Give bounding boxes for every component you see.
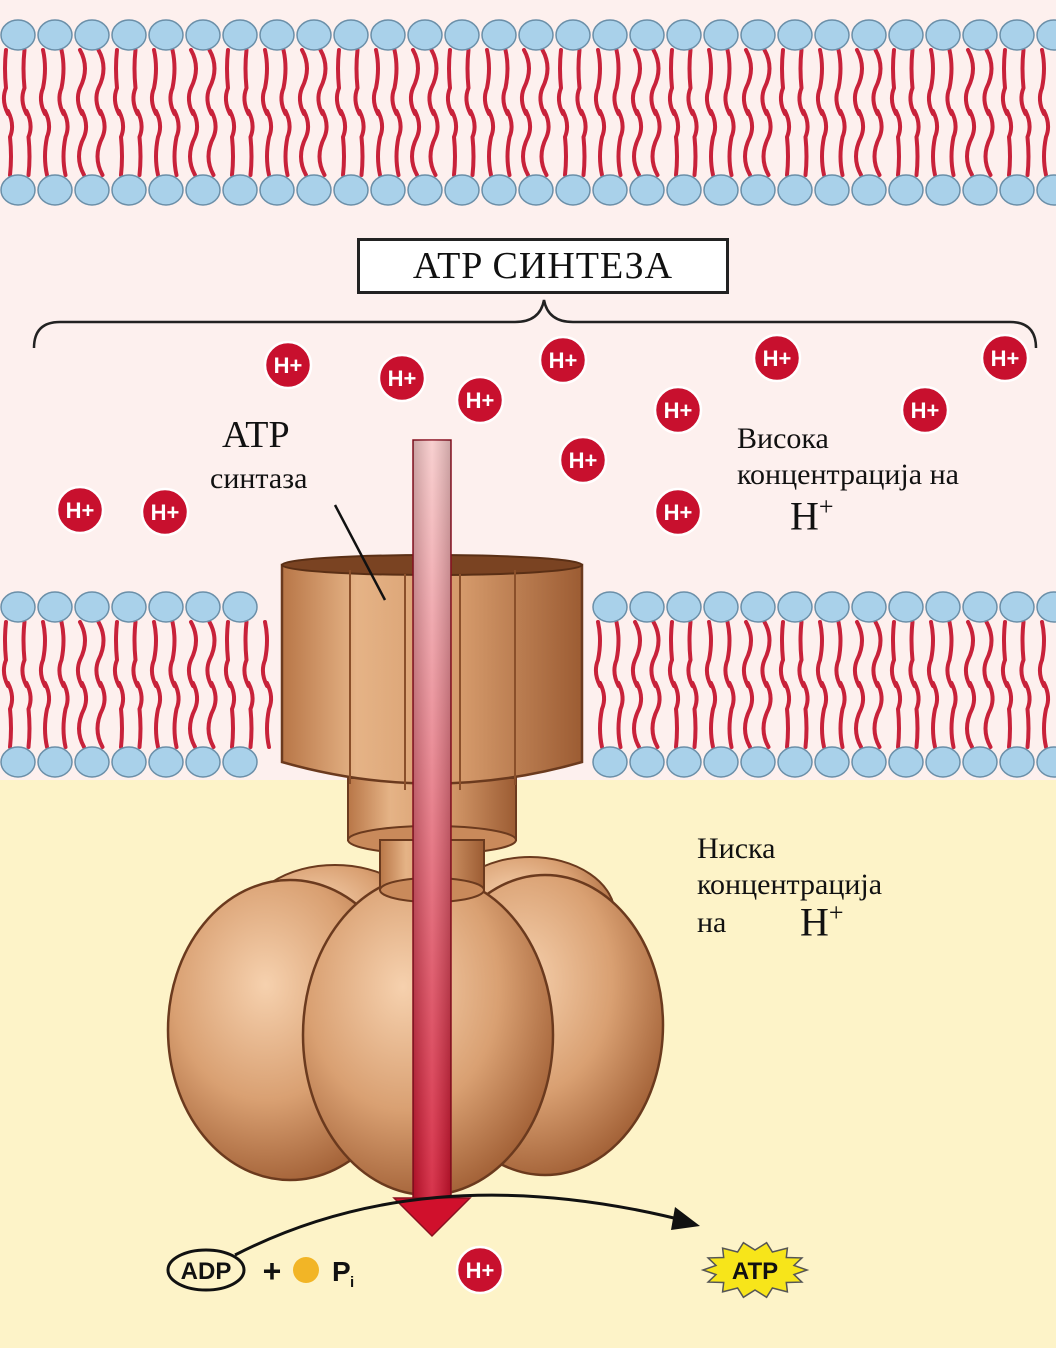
- svg-text:H+: H+: [763, 346, 792, 371]
- enzyme-label-line1: ATP: [222, 414, 290, 458]
- high-concentration-ion: H+: [790, 492, 834, 539]
- svg-text:H+: H+: [274, 353, 303, 378]
- proton-ion: H+: [457, 1247, 503, 1293]
- high-concentration-line1: Висока: [737, 422, 829, 457]
- plus-sign: +: [263, 1253, 282, 1289]
- proton-ion: H+: [560, 437, 606, 483]
- svg-text:H+: H+: [466, 1258, 495, 1283]
- svg-text:H+: H+: [549, 348, 578, 373]
- proton-ion: H+: [655, 387, 701, 433]
- proton-ion: H+: [457, 377, 503, 423]
- adp-text: ADP: [181, 1258, 232, 1285]
- svg-text:H+: H+: [66, 498, 95, 523]
- high-ion-symbol: H: [790, 493, 819, 538]
- proton-ion: H+: [265, 342, 311, 388]
- svg-text:H+: H+: [991, 346, 1020, 371]
- adp-badge: ADP: [168, 1250, 244, 1290]
- low-concentration-ion: H+: [800, 898, 844, 945]
- high-concentration-line2: концентрација на: [737, 458, 959, 493]
- proton-ion: H+: [655, 489, 701, 535]
- low-concentration-line1: Ниска: [697, 832, 775, 867]
- low-ion-charge: +: [829, 898, 844, 927]
- proton-ion: H+: [982, 335, 1028, 381]
- proton-ion: H+: [902, 387, 948, 433]
- svg-text:H+: H+: [151, 500, 180, 525]
- svg-text:H+: H+: [664, 500, 693, 525]
- proton-ion: H+: [379, 355, 425, 401]
- page-title: ATP СИНТЕЗА: [357, 238, 729, 294]
- svg-text:H+: H+: [466, 388, 495, 413]
- proton-ion: H+: [57, 487, 103, 533]
- svg-text:H+: H+: [664, 398, 693, 423]
- svg-text:H+: H+: [388, 366, 417, 391]
- proton-ion: H+: [142, 489, 188, 535]
- high-ion-charge: +: [819, 492, 834, 521]
- phosphate-text: P: [332, 1256, 351, 1287]
- low-concentration-line2: концентрација: [697, 868, 882, 903]
- phosphate-subscript: i: [350, 1274, 354, 1291]
- svg-text:H+: H+: [911, 398, 940, 423]
- low-concentration-line3: на: [697, 906, 726, 941]
- atp-product-text: ATP: [732, 1258, 778, 1285]
- enzyme-label-line2: синтаза: [210, 462, 307, 497]
- proton-ion: H+: [540, 337, 586, 383]
- low-ion-symbol: H: [800, 899, 829, 944]
- svg-text:H+: H+: [569, 448, 598, 473]
- proton-ion: H+: [754, 335, 800, 381]
- phosphate-dot: [293, 1257, 319, 1283]
